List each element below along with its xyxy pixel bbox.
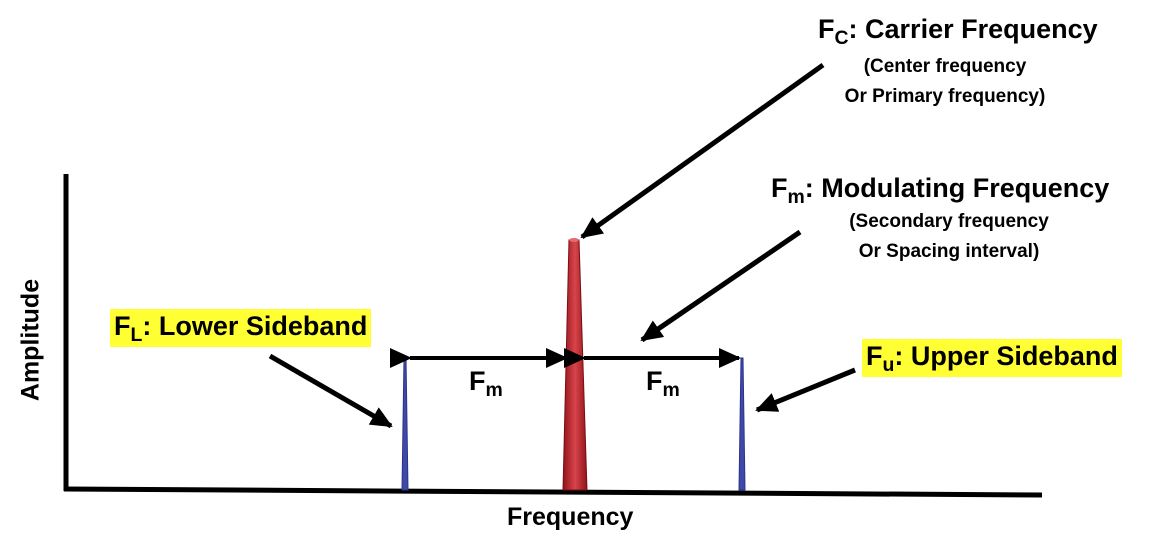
- lower-sideband-symbol: F: [114, 311, 131, 341]
- carrier-title: FC: Carrier Frequency: [818, 14, 1098, 48]
- upper-sideband-title-text: : Upper Sideband: [894, 341, 1118, 371]
- modulating-subscript: m: [787, 186, 805, 209]
- upper-sideband-spike: [738, 357, 746, 491]
- modulating-description: (Secondary frequency Or Spacing interval…: [826, 207, 1072, 267]
- carrier-subscript: C: [834, 27, 849, 50]
- carrier-symbol: F: [818, 14, 835, 44]
- lower-sideband-pointer-arrow: [268, 353, 393, 429]
- y-axis-label: Amplitude: [16, 278, 45, 402]
- x-axis-line: [63, 486, 1043, 498]
- modulating-title: Fm: Modulating Frequency: [771, 173, 1110, 207]
- carrier-pointer-arrow: [580, 62, 825, 240]
- upper-sideband-subscript: u: [882, 354, 895, 377]
- modulating-desc-line2: Or Spacing interval): [858, 241, 1040, 262]
- modulating-title-text: : Modulating Frequency: [804, 173, 1110, 203]
- lower-sideband-label: FL: Lower Sideband: [110, 309, 372, 347]
- lower-sideband-spike: [401, 357, 409, 491]
- carrier-desc-line1: (Center frequency: [863, 56, 1027, 77]
- carrier-spike-top: [569, 238, 579, 242]
- spacing-right-subscript: m: [662, 379, 680, 402]
- modulating-desc-line1: (Secondary frequency: [849, 211, 1049, 232]
- modulating-pointer-arrow: [640, 229, 802, 343]
- lower-sideband-highlight: FL: Lower Sideband: [110, 309, 372, 347]
- carrier-title-text: : Carrier Frequency: [848, 14, 1098, 44]
- carrier-spike: [562, 239, 588, 491]
- spacing-left-symbol: F: [469, 366, 486, 396]
- lower-sideband-title-text: : Lower Sideband: [142, 311, 368, 341]
- upper-sideband-pointer-arrow: [755, 367, 856, 413]
- spacing-label-right: Fm: [646, 366, 680, 400]
- spacing-right-symbol: F: [646, 366, 663, 396]
- spacing-label-left: Fm: [469, 366, 503, 400]
- carrier-desc-line2: Or Primary frequency): [844, 86, 1046, 107]
- spacing-left-subscript: m: [485, 379, 503, 402]
- x-axis-label: Frequency: [507, 503, 634, 531]
- carrier-description: (Center frequency Or Primary frequency): [835, 52, 1055, 112]
- upper-sideband-highlight: Fu: Upper Sideband: [862, 339, 1122, 377]
- upper-sideband-symbol: F: [866, 341, 883, 371]
- modulating-symbol: F: [771, 173, 788, 203]
- upper-sideband-label: Fu: Upper Sideband: [862, 339, 1122, 377]
- lower-sideband-subscript: L: [130, 324, 143, 347]
